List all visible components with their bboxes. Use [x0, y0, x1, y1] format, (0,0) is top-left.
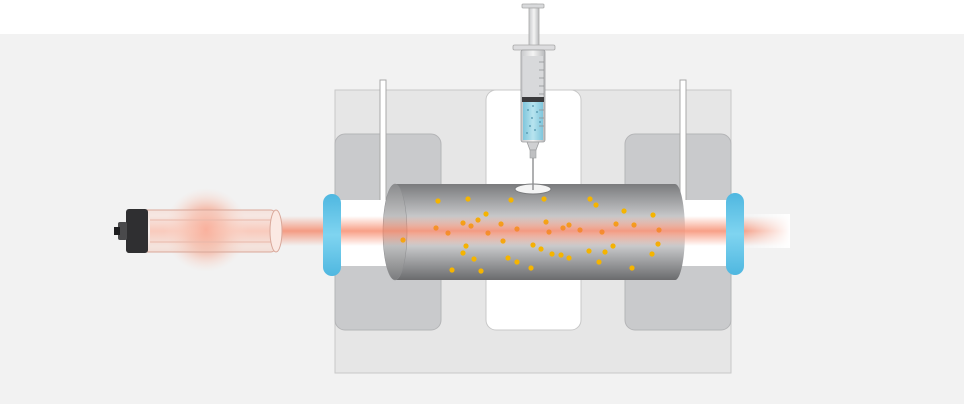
particle — [566, 255, 572, 261]
particle — [471, 256, 477, 262]
particle — [460, 250, 466, 256]
particle — [465, 196, 471, 202]
particle — [541, 196, 547, 202]
particle — [449, 267, 455, 273]
particle — [508, 197, 514, 203]
particle — [558, 252, 564, 258]
lamp-icon — [114, 188, 283, 272]
particle — [587, 196, 593, 202]
particle — [649, 251, 655, 257]
particle — [435, 198, 441, 204]
particle — [602, 249, 608, 255]
lamp-base — [126, 209, 148, 253]
window-icon — [323, 193, 744, 276]
particle — [593, 202, 599, 208]
particle — [538, 246, 544, 252]
particle — [549, 251, 555, 257]
particle — [596, 259, 602, 265]
particle — [621, 208, 627, 214]
particle — [629, 265, 635, 271]
particle — [586, 248, 592, 254]
syringe-icon — [512, 3, 556, 190]
particle — [514, 259, 520, 265]
particle — [478, 268, 484, 274]
particle — [528, 265, 534, 271]
particle — [483, 211, 489, 217]
particle — [505, 255, 511, 261]
